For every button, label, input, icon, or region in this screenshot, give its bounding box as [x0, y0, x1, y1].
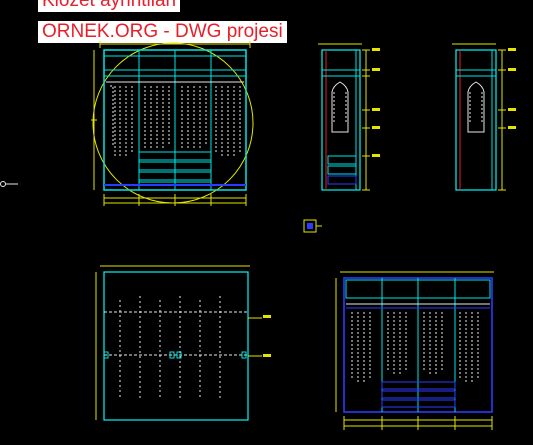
side-section-a: [318, 43, 380, 191]
side-section-b: [452, 43, 516, 191]
reference-marker: [0, 181, 18, 187]
section-symbol[interactable]: [303, 219, 322, 233]
front-elevation-top: [91, 41, 254, 206]
plan-view: [95, 265, 271, 421]
drawing-title: Kiozet ayrintilari: [38, 0, 181, 12]
front-elevation-bottom: [335, 271, 494, 430]
site-brand-label[interactable]: ORNEK.ORG - DWG projesi: [38, 21, 287, 43]
